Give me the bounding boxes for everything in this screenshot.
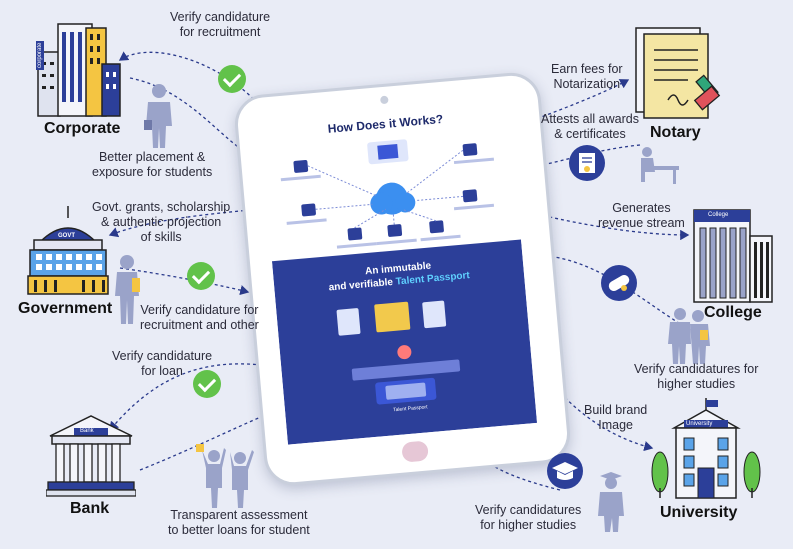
businessman-figure-icon — [144, 84, 172, 148]
college-title: College — [704, 304, 762, 321]
check-icon-government — [187, 262, 215, 290]
arrow-corporate-to-tablet — [129, 77, 257, 160]
certificate-badge-icon — [569, 145, 605, 181]
tablet-screen: How Does it Works? — [259, 98, 538, 445]
student-figure-icon — [115, 255, 140, 324]
arrow-tablet-to-corporate — [118, 51, 263, 109]
bank-building-icon — [46, 415, 136, 497]
how-it-works-panel: How Does it Works? — [259, 98, 522, 262]
label-verify-recruitment-other: Verify candidature for recruitment and o… — [140, 303, 259, 332]
label-verify-recruitment: Verify candidature for recruitment — [170, 10, 271, 39]
notary-document-icon — [635, 27, 721, 119]
arrow-tablet-to-bank — [109, 363, 263, 431]
check-icon-bank — [193, 370, 221, 398]
graduation-cap-icon — [547, 453, 583, 489]
label-revenue: Generates revenue stream — [598, 201, 685, 230]
university-sign: University — [686, 421, 713, 427]
label-verify-higher-college: Verify candidatures for higher studies — [634, 362, 759, 391]
corporate-sign: corporate — [36, 40, 44, 70]
university-title: University — [660, 504, 738, 521]
arrow-tablet-to-college — [519, 209, 690, 241]
college-students-icon — [668, 308, 710, 364]
label-govt-grants: Govt. grants, scholarship & authentic pr… — [92, 200, 231, 244]
celebrating-students-icon — [196, 444, 254, 508]
label-verify-higher-univ: Verify candidatures for higher studies — [475, 503, 582, 532]
label-verify-loan: Verify candidature for loan — [112, 349, 213, 378]
tablet-home-button — [401, 440, 429, 463]
corporate-building-icon — [37, 23, 121, 117]
process-diagram-graphic — [280, 139, 495, 249]
label-attests: Attests all awards & certificates — [541, 112, 639, 141]
bank-sign: Bank — [80, 428, 94, 434]
arrow-bank-to-tablet — [139, 411, 272, 471]
corporate-title: Corporate — [44, 120, 121, 137]
label-build-brand: Build brand Image — [584, 403, 648, 432]
check-icon-recruitment — [218, 65, 246, 93]
tablet-camera — [379, 95, 389, 105]
label-better-placement: Better placement & exposure for students — [92, 150, 213, 179]
university-building-icon — [651, 398, 761, 499]
govt-sign: GOVT — [58, 233, 76, 239]
label-transparent-assessment: Transparent assessment to better loans f… — [168, 508, 310, 537]
graduate-figure-icon — [598, 472, 624, 532]
diploma-scroll-icon — [601, 265, 637, 301]
passport-headline: An immutable and verifiable Talent Passp… — [273, 251, 524, 299]
talent-passport-panel: An immutable and verifiable Talent Passp… — [271, 239, 538, 445]
college-building-icon — [693, 209, 773, 303]
government-title: Government — [18, 300, 113, 317]
bank-title: Bank — [70, 500, 110, 517]
tablet-device: How Does it Works? — [232, 70, 573, 488]
passport-graphic — [336, 300, 461, 405]
notary-at-desk-icon — [641, 147, 679, 184]
notary-title: Notary — [650, 124, 701, 141]
government-building-icon — [27, 206, 109, 295]
label-earn-fees: Earn fees for Notarization — [551, 62, 623, 91]
college-sign: College — [708, 212, 729, 218]
arrow-tablet-to-government — [108, 209, 251, 238]
